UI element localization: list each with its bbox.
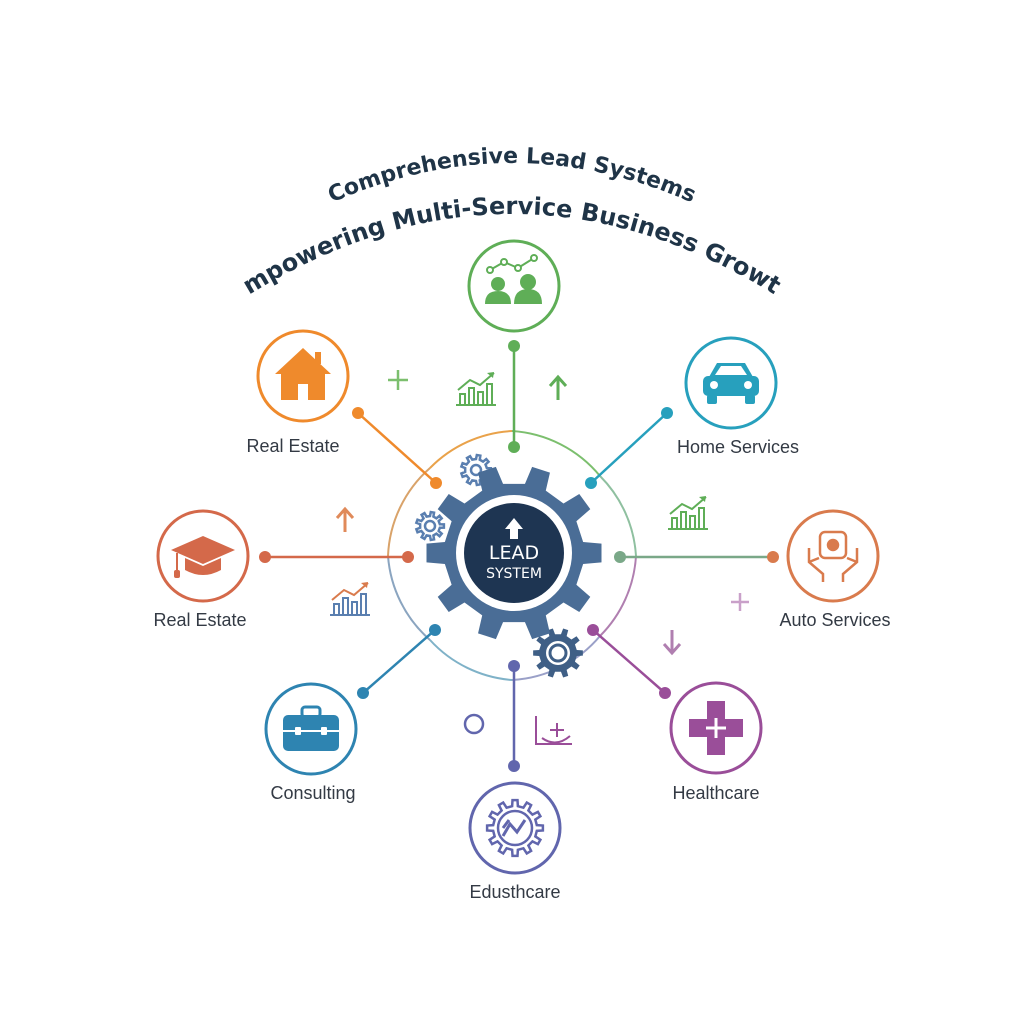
connector-dot (587, 624, 599, 636)
connector-home-services (590, 412, 668, 484)
connector-dot (357, 687, 369, 699)
label-auto-services: Auto Services (779, 610, 890, 630)
label-home-services: Home Services (677, 437, 799, 457)
hub-ring (387, 430, 637, 681)
connector-dot (429, 624, 441, 636)
connector-dot (659, 687, 671, 699)
car-icon (703, 363, 759, 404)
connector-consulting (362, 629, 436, 694)
zigzag-line (501, 819, 527, 837)
up-arrow-icon (335, 506, 355, 532)
medical-cross-icon (689, 701, 743, 755)
gear-shape (485, 798, 545, 858)
briefcase-icon (283, 705, 339, 751)
label-edusthcare: Edusthcare (469, 882, 560, 902)
node-real-estate-left[interactable] (156, 509, 250, 603)
node-edusthcare[interactable] (468, 781, 562, 875)
growth-chart-icon (330, 582, 370, 616)
ring-icon (463, 713, 485, 735)
connector-dot (661, 407, 673, 419)
team-analytics-icon (485, 254, 542, 304)
node-real-estate-top[interactable] (256, 329, 350, 423)
gear-hole-ring (548, 643, 568, 663)
up-arrow-icon (505, 518, 523, 539)
node-auto-services[interactable] (786, 509, 880, 603)
gear-chart-icon (485, 798, 545, 858)
hub-gear: LEAD SYSTEM (426, 466, 602, 640)
connector-dot (508, 441, 520, 453)
connector-dot (614, 551, 626, 563)
graduation-cap-icon (171, 536, 235, 578)
up-arrow-icon (548, 374, 568, 400)
connector-dot (352, 407, 364, 419)
plus-icon (731, 593, 749, 611)
connectors (259, 340, 779, 772)
gear-hole (469, 463, 483, 477)
plus-icon (388, 370, 408, 390)
label-real-estate-top: Real Estate (246, 436, 339, 456)
decorations (330, 370, 749, 745)
label-consulting: Consulting (270, 783, 355, 803)
connector-dot (508, 760, 520, 772)
title-line2: Empowering Multi-Service Business Growth (0, 0, 786, 300)
hub-label-line2: SYSTEM (486, 566, 542, 582)
zigzag-line (501, 819, 511, 829)
growth-chart-icon (668, 496, 708, 530)
chart-plus-icon (535, 716, 572, 745)
connector-real-estate-top (357, 412, 437, 484)
small-gear-icon (414, 510, 446, 542)
node-healthcare[interactable] (669, 681, 763, 775)
house-icon (275, 348, 331, 400)
connector-dot (402, 551, 414, 563)
connector-dot (508, 660, 520, 672)
connector-dot (508, 340, 520, 352)
connector-healthcare (592, 629, 666, 694)
node-consulting[interactable] (264, 682, 358, 776)
down-arrow-icon (662, 630, 682, 656)
gear-shape (414, 510, 446, 542)
hub-label-line1: LEAD (489, 542, 539, 564)
growth-chart-icon (456, 372, 496, 406)
connector-dot (767, 551, 779, 563)
label-healthcare: Healthcare (672, 783, 759, 803)
gear-hole (423, 519, 437, 533)
connector-dot (430, 477, 442, 489)
connector-dot (259, 551, 271, 563)
node-team-analytics[interactable] (467, 239, 561, 333)
hub-core (464, 503, 564, 603)
hands-device-icon (807, 530, 859, 582)
medium-gear-icon (533, 628, 583, 678)
node-home-services[interactable] (684, 336, 778, 430)
label-real-estate-left: Real Estate (153, 610, 246, 630)
connector-dot (585, 477, 597, 489)
